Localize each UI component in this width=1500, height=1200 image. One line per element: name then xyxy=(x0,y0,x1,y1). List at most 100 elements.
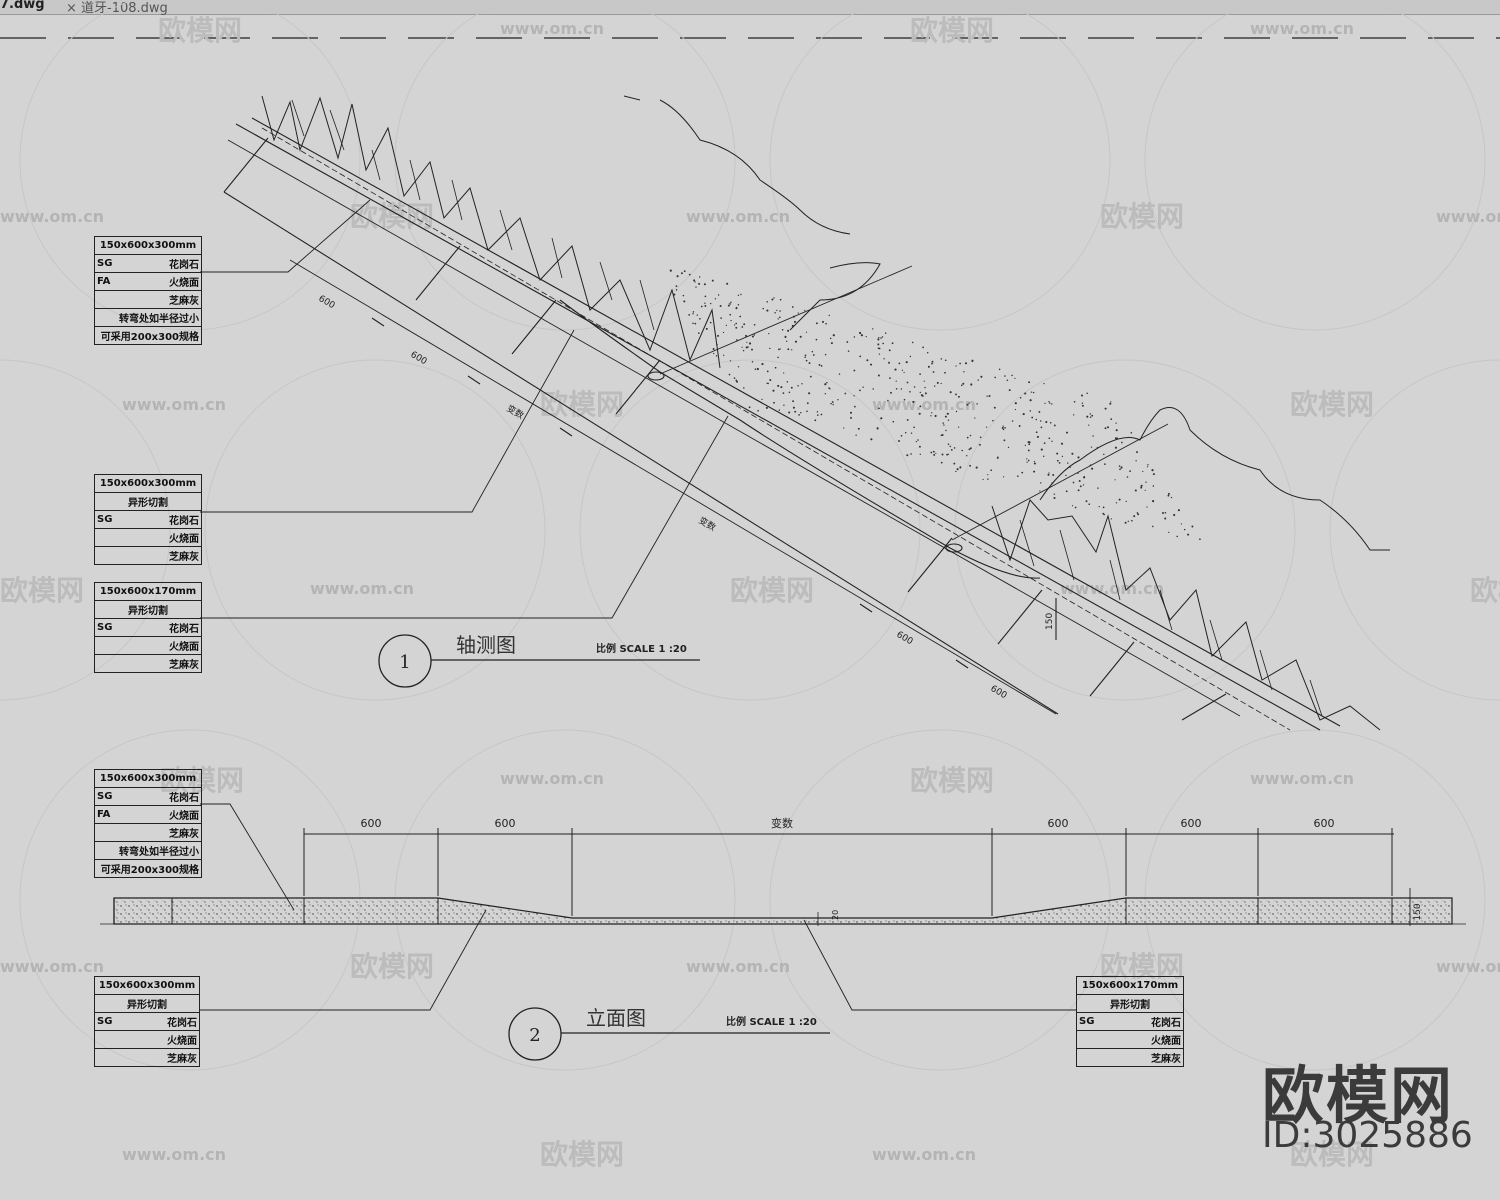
gravel-dot xyxy=(1168,531,1170,534)
gravel-dot xyxy=(1027,459,1030,462)
gravel-dot xyxy=(832,334,835,337)
gravel-dot xyxy=(872,388,874,390)
gravel-dot xyxy=(913,386,916,388)
gravel-dot xyxy=(946,453,948,456)
gravel-dot xyxy=(751,348,753,351)
gravel-dot xyxy=(1119,468,1121,471)
gravel-dot xyxy=(1024,444,1026,447)
gravel-dot xyxy=(966,403,969,406)
gravel-dot xyxy=(735,326,738,329)
gravel-dot xyxy=(1086,415,1089,418)
gravel-dot xyxy=(745,346,748,349)
gravel-dot xyxy=(766,309,769,312)
gravel-dot xyxy=(955,470,957,473)
gravel-dot xyxy=(934,385,936,387)
gravel-dot xyxy=(911,341,914,344)
watermark-brand: 欧模网 xyxy=(1290,1138,1374,1171)
gravel-dot xyxy=(743,387,745,389)
gravel-dot xyxy=(712,347,715,351)
gravel-dot xyxy=(768,332,770,335)
file-tab-1[interactable]: 7.dwg xyxy=(0,0,45,12)
gravel-dot xyxy=(683,300,686,303)
gravel-dot xyxy=(1071,452,1074,455)
gravel-dot xyxy=(744,334,748,337)
gravel-dot xyxy=(877,338,880,341)
gravel-dot xyxy=(892,420,895,423)
gravel-dot xyxy=(1069,466,1071,468)
gravel-dot xyxy=(1133,515,1136,518)
gravel-dot xyxy=(918,412,921,415)
gravel-dot xyxy=(780,386,783,389)
gravel-dot xyxy=(699,317,701,320)
gravel-dot xyxy=(930,415,932,417)
axonometric-view: 600 600 变数 600 600 变数 150 xyxy=(223,95,1390,731)
gravel-dot xyxy=(736,339,738,341)
gravel-dot xyxy=(669,269,672,272)
watermark-url: www.om.cn xyxy=(872,395,976,414)
gravel-dot xyxy=(1176,535,1178,538)
gravel-dot xyxy=(688,273,691,276)
gravel-dot xyxy=(804,356,806,358)
gravel-dot xyxy=(1126,476,1129,478)
gravel-dot xyxy=(680,272,683,275)
gravel-dot xyxy=(700,305,703,308)
gravel-dot xyxy=(963,371,965,373)
gravel-dot xyxy=(946,412,949,415)
gravel-dot xyxy=(1039,420,1042,422)
gravel-dot xyxy=(859,331,862,335)
watermark-brand: 欧模网 xyxy=(1100,950,1184,983)
gravel-dot xyxy=(1026,461,1028,463)
gravel-dot xyxy=(1004,375,1006,377)
gravel-dot xyxy=(821,320,825,323)
gravel-dot xyxy=(943,424,945,426)
gravel-dot xyxy=(891,342,894,345)
gravel-dot xyxy=(782,392,785,394)
watermark-circle xyxy=(394,0,736,331)
gravel-dot xyxy=(909,355,912,358)
gravel-dot xyxy=(1051,440,1053,443)
gravel-dot xyxy=(1039,482,1042,484)
gravel-dot xyxy=(1022,413,1025,416)
gravel-dot xyxy=(1035,431,1038,434)
axo-height-dimension: 150 xyxy=(1045,613,1055,630)
gravel-dot xyxy=(737,366,740,368)
gravel-dot xyxy=(1118,465,1121,467)
gravel-dot xyxy=(1049,422,1052,424)
gravel-dot xyxy=(1135,460,1137,462)
gravel-dot xyxy=(909,391,911,393)
gravel-dot xyxy=(1104,463,1106,465)
gravel-dot xyxy=(1129,470,1131,472)
gravel-dot xyxy=(1130,432,1133,434)
watermark-url: www.om.cn xyxy=(1436,957,1500,976)
gravel-dot xyxy=(676,275,679,278)
elev-dim-5: 600 xyxy=(1181,817,1202,830)
gravel-dot xyxy=(704,302,706,304)
gravel-dot xyxy=(792,406,795,409)
gravel-dot xyxy=(762,307,764,310)
gravel-dot xyxy=(784,336,787,339)
gravel-dot xyxy=(996,457,999,459)
file-tab-2[interactable]: × 道牙-108.dwg xyxy=(66,1,168,16)
gravel-dot xyxy=(670,290,673,292)
gravel-dot xyxy=(1001,426,1004,430)
gravel-dot xyxy=(1002,476,1005,478)
gravel-dot xyxy=(940,461,943,464)
gravel-dot xyxy=(699,276,701,278)
watermark-circle xyxy=(0,359,171,701)
svg-text:变数: 变数 xyxy=(697,514,719,533)
gravel-dot xyxy=(862,386,864,388)
gravel-dot xyxy=(906,381,909,384)
gravel-dot xyxy=(1029,410,1032,412)
gravel-dot xyxy=(844,392,847,395)
gravel-dot xyxy=(753,323,756,326)
gravel-dot xyxy=(725,324,728,327)
gravel-dot xyxy=(809,375,812,378)
gravel-dot xyxy=(1048,402,1051,404)
gravel-dot xyxy=(924,386,926,389)
gravel-dot xyxy=(797,384,799,387)
gravel-dot xyxy=(709,321,712,324)
gravel-dot xyxy=(1145,481,1147,483)
gravel-dot xyxy=(1021,471,1024,474)
